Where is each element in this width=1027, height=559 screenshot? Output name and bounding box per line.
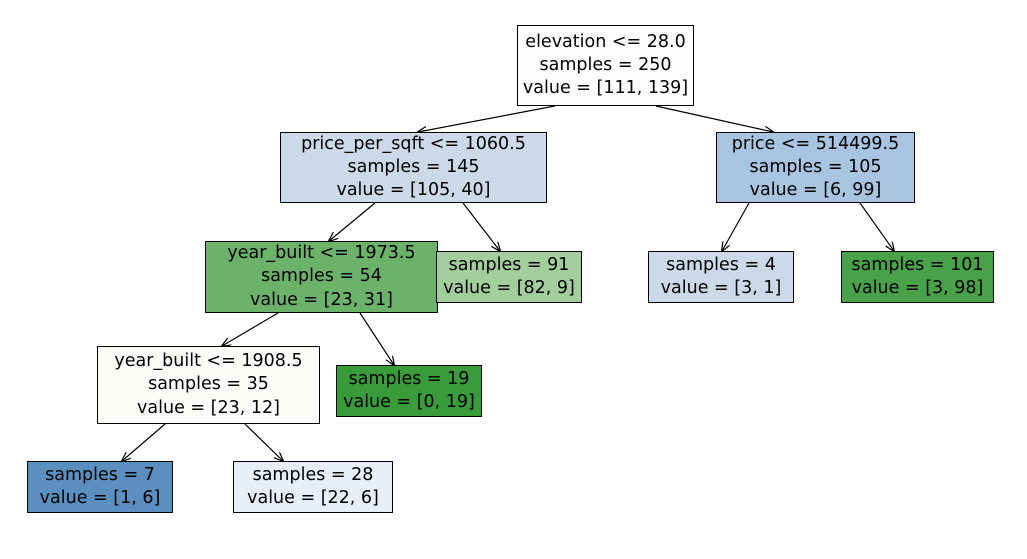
edge-n7-n10 (244, 423, 283, 461)
node-value: value = [6, 99] (749, 180, 882, 201)
node-samples: samples = 145 (347, 156, 480, 177)
edge-n1-n3 (329, 202, 376, 241)
node-samples: samples = 28 (252, 464, 374, 485)
tree-leaf-samples-28[interactable]: samples = 28 value = [22, 6] (233, 461, 393, 513)
tree-leaf-samples-101[interactable]: samples = 101 value = [3, 98] (841, 251, 994, 303)
node-value: value = [0, 19] (343, 392, 475, 412)
node-samples: samples = 7 (45, 464, 155, 485)
tree-leaf-samples-19[interactable]: samples = 19 value = [0, 19] (336, 365, 482, 417)
node-value: value = [82, 9] (443, 278, 575, 298)
edge-n2-n5 (722, 202, 750, 251)
node-samples: samples = 101 (851, 254, 984, 275)
node-value: value = [23, 31] (250, 289, 393, 310)
node-value: value = [23, 12] (137, 397, 280, 418)
edge-n3-n8 (359, 312, 394, 365)
edge-n0-n2 (655, 105, 773, 132)
node-value: value = [1, 6] (39, 488, 161, 508)
tree-node-root[interactable]: elevation <= 28.0 samples = 250 value = … (517, 25, 694, 106)
node-samples: samples = 35 (148, 374, 269, 395)
tree-leaf-samples-7[interactable]: samples = 7 value = [1, 6] (27, 461, 173, 513)
node-value: value = [105, 40] (336, 180, 491, 201)
node-samples: samples = 4 (666, 254, 776, 275)
node-value: value = [22, 6] (247, 488, 379, 508)
node-samples: samples = 250 (539, 54, 672, 75)
node-condition: year_built <= 1973.5 (227, 243, 416, 264)
tree-node-year-built-1973[interactable]: year_built <= 1973.5 samples = 54 value … (205, 241, 438, 313)
edge-n1-n4 (462, 202, 500, 251)
edge-n3-n7 (222, 312, 279, 346)
node-condition: price <= 514499.5 (731, 133, 900, 154)
edge-n0-n1 (418, 105, 556, 132)
edge-n2-n6 (859, 202, 894, 251)
node-samples: samples = 105 (749, 156, 882, 177)
tree-node-price-per-sqft[interactable]: price_per_sqft <= 1060.5 samples = 145 v… (280, 132, 547, 203)
tree-node-year-built-1908[interactable]: year_built <= 1908.5 samples = 35 value … (97, 346, 320, 424)
tree-leaf-samples-91[interactable]: samples = 91 value = [82, 9] (436, 251, 582, 303)
node-samples: samples = 91 (448, 254, 570, 275)
node-samples: samples = 19 (348, 368, 470, 389)
node-condition: elevation <= 28.0 (525, 31, 686, 52)
tree-node-price[interactable]: price <= 514499.5 samples = 105 value = … (716, 132, 915, 203)
edge-n7-n9 (122, 423, 166, 461)
node-value: value = [111, 139] (522, 78, 689, 99)
node-samples: samples = 54 (261, 266, 382, 287)
node-value: value = [3, 98] (851, 278, 984, 298)
node-condition: year_built <= 1908.5 (114, 351, 303, 372)
tree-leaf-samples-4[interactable]: samples = 4 value = [3, 1] (648, 251, 794, 303)
node-value: value = [3, 1] (660, 278, 782, 298)
node-condition: price_per_sqft <= 1060.5 (301, 133, 526, 154)
